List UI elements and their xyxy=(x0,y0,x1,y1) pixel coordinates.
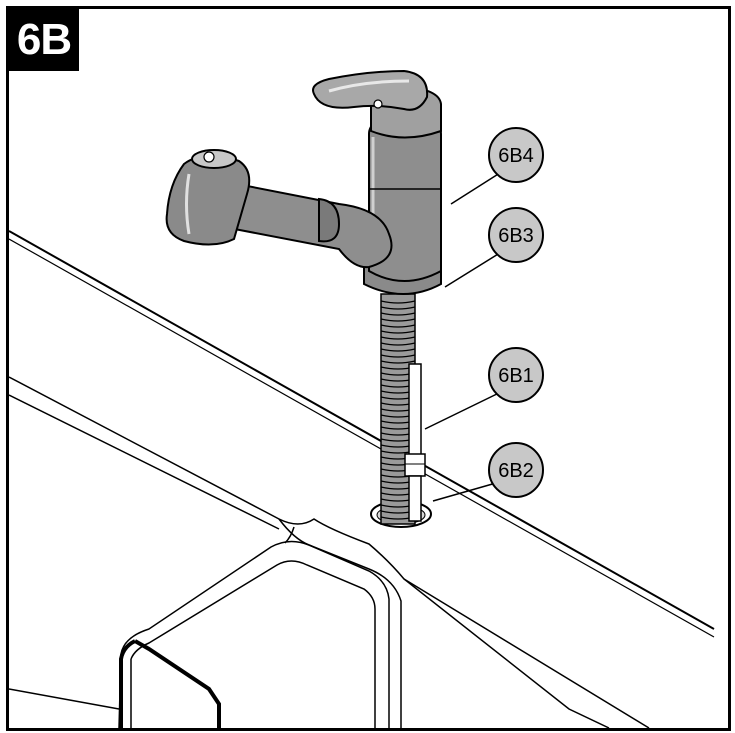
hose-rib xyxy=(380,348,416,352)
sink-rim-inner xyxy=(9,394,280,530)
leader-6B3 xyxy=(444,250,504,288)
hose-rib xyxy=(380,312,416,316)
diagram-frame: 6B xyxy=(6,6,731,731)
countertop-back-edge-inner xyxy=(9,238,715,638)
sink-bowl-edge xyxy=(119,639,221,728)
leader-6B1 xyxy=(424,390,504,430)
hose-rib xyxy=(380,360,416,364)
hose-rib xyxy=(380,342,416,346)
pull-out-spout xyxy=(165,149,393,269)
hose-rib xyxy=(380,354,416,358)
hose-rib xyxy=(380,306,416,310)
leader-6B4 xyxy=(450,170,504,205)
callout-6B2: 6B2 xyxy=(488,442,544,498)
sink-rim-outer xyxy=(9,376,610,728)
callout-leaders xyxy=(424,170,504,502)
step-label: 6B xyxy=(9,9,79,71)
sink-rim-edge xyxy=(278,518,402,728)
countertop xyxy=(9,230,715,638)
callout-6B4: 6B4 xyxy=(488,127,544,183)
hose-rib xyxy=(380,324,416,328)
sink-basin xyxy=(9,376,650,728)
callout-label-6B4: 6B4 xyxy=(498,145,534,167)
hose-rib xyxy=(380,336,416,340)
callout-label-6B1: 6B1 xyxy=(498,365,534,387)
callout-label-6B2: 6B2 xyxy=(498,460,534,482)
callout-6B1: 6B1 xyxy=(488,347,544,403)
callout-6B3: 6B3 xyxy=(488,207,544,263)
countertop-back-edge xyxy=(9,230,715,630)
callout-label-6B3: 6B3 xyxy=(498,225,534,247)
hose-rib xyxy=(380,318,416,322)
sink-bowl-top xyxy=(120,540,390,728)
mounting-shank xyxy=(404,363,426,522)
faucet-installation-illustration: 6B4 6B3 6B1 6B2 xyxy=(9,69,715,728)
sink-bowl-inner-top xyxy=(130,560,376,728)
sink-rim-front xyxy=(403,578,650,728)
hose-rib xyxy=(380,330,416,334)
sink-floor-line xyxy=(9,688,120,710)
leader-6B2 xyxy=(432,480,504,502)
hose-rib xyxy=(380,300,416,304)
